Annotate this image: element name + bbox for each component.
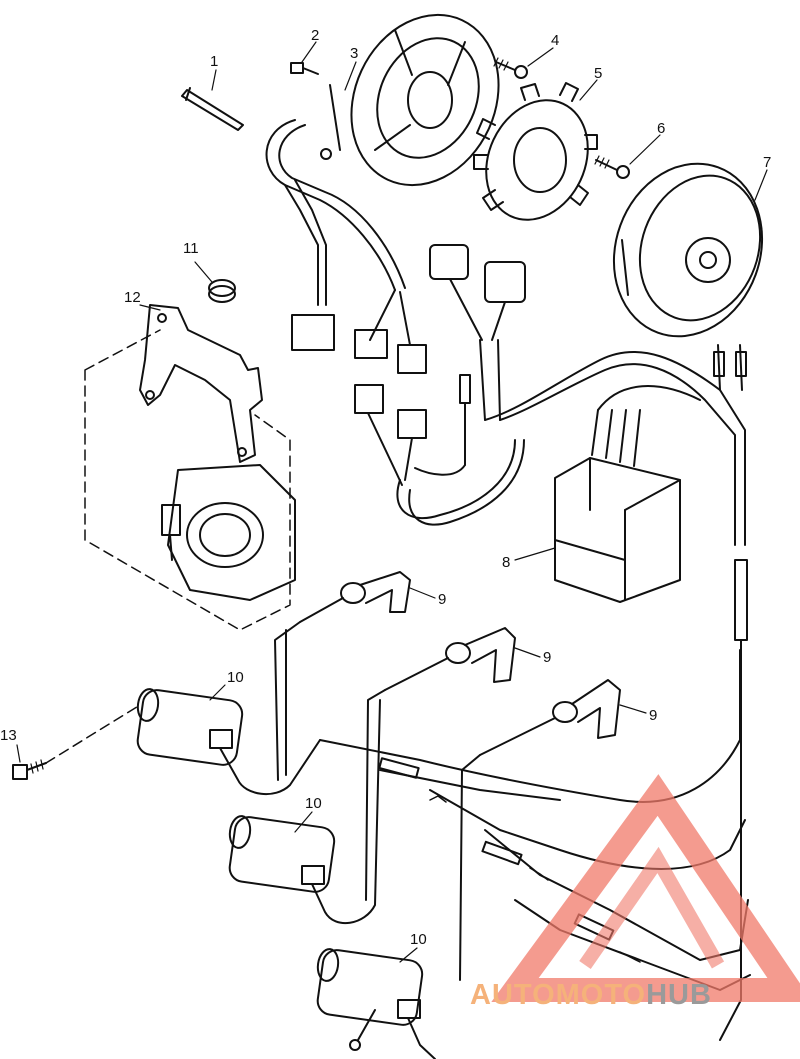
part-6-screw [594,155,630,179]
watermark-logo [491,774,800,1002]
label-part-13: 13 [0,727,17,744]
label-part-10-lower: 10 [410,931,427,948]
part-7-flywheel [612,162,764,338]
label-part-2: 2 [311,27,319,44]
sensor-housing [161,464,296,601]
part-10-coil-upper [136,621,321,796]
part-9-cap-lower [479,679,621,756]
part-4-screw [493,57,528,79]
label-part-8: 8 [502,554,510,571]
part-10-coil-middle [228,689,386,925]
label-part-10-upper: 10 [227,669,244,686]
watermark-text: AUTOMOTOHUB [470,979,712,1011]
label-part-9-upper: 9 [438,591,446,608]
part-2-screw [290,62,319,75]
label-part-6: 6 [657,120,665,137]
label-part-10-middle: 10 [305,795,322,812]
leader-lines [16,41,768,963]
label-part-9-middle: 9 [543,649,551,666]
assembly-dash-box [84,329,291,631]
stator-harness [265,119,525,526]
part-10-coil-lower [316,754,481,1059]
label-part-11: 11 [183,240,199,257]
part-1-cable-tie [181,87,244,131]
part-5-stator [473,82,598,221]
watermark-text-part2: HUB [646,979,712,1011]
part-9-cap-upper [299,571,411,623]
label-part-7: 7 [763,154,771,171]
label-part-3: 3 [350,45,358,62]
part-8-regulator [554,385,701,603]
part-3-stator-plate [320,13,500,187]
watermark-text-part1: AUTOMOTO [470,979,646,1011]
part-11-grommet [208,279,236,303]
connector-pair [429,244,746,546]
terminal-right-a [713,351,725,377]
terminal-right-b [735,351,747,377]
label-part-4: 4 [551,32,559,49]
label-part-12: 12 [124,289,141,306]
label-part-5: 5 [594,65,602,82]
label-part-9-lower: 9 [649,707,657,724]
part-9-cap-middle [384,627,516,691]
part-12-bracket [139,304,263,463]
mount-dash-line [45,704,141,764]
part-13-screw [12,759,47,780]
label-part-1: 1 [210,53,218,70]
